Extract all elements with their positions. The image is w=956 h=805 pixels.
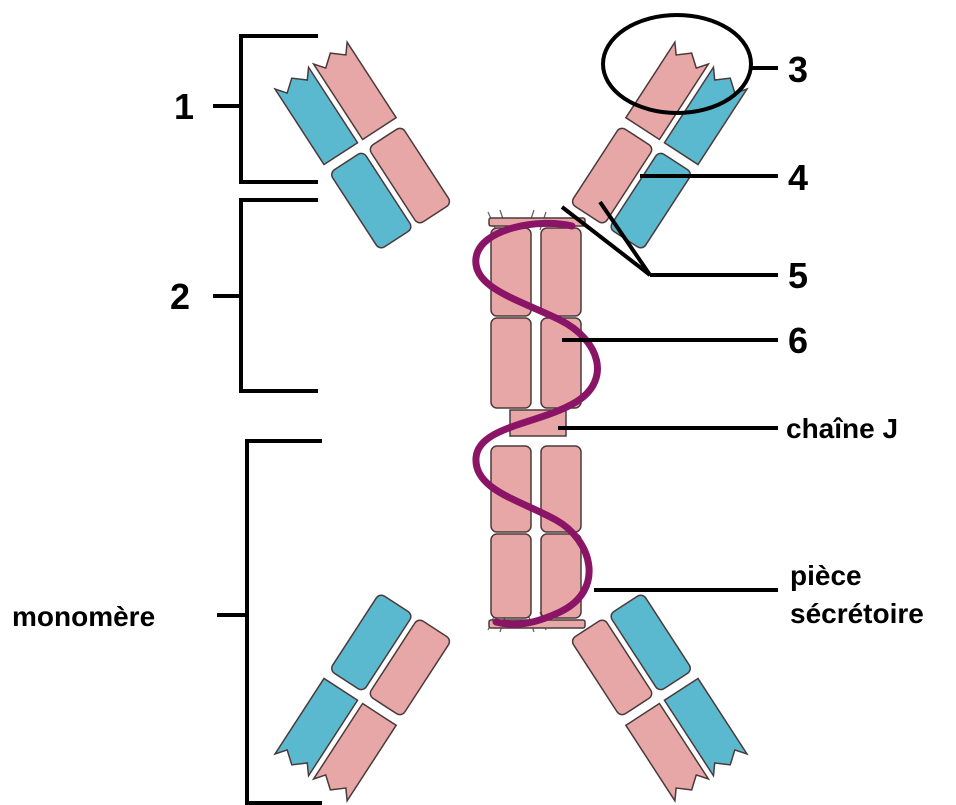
heavy-chain-constant-domain [541, 228, 581, 316]
top-left-arm [275, 42, 452, 250]
label-6: 6 [788, 320, 808, 361]
label-4: 4 [788, 157, 808, 198]
top-right-arm [570, 42, 747, 250]
bracket-2 [213, 200, 318, 391]
heavy-chain-constant-domain [491, 318, 531, 408]
label-piece-line1: pièce [790, 560, 862, 591]
bottom-right-arm [570, 593, 747, 801]
label-chaine-j: chaîne J [786, 413, 898, 444]
label-1: 1 [174, 86, 194, 127]
label-piece-line2: sécrétoire [790, 598, 924, 629]
label-2: 2 [170, 276, 190, 317]
bottom-left-arm [275, 593, 452, 801]
label-3: 3 [788, 49, 808, 90]
label-monomere: monomère [12, 601, 155, 632]
lower-monomer-stem [489, 446, 585, 628]
label-5: 5 [788, 255, 808, 296]
heavy-chain-constant-domain [491, 534, 531, 618]
